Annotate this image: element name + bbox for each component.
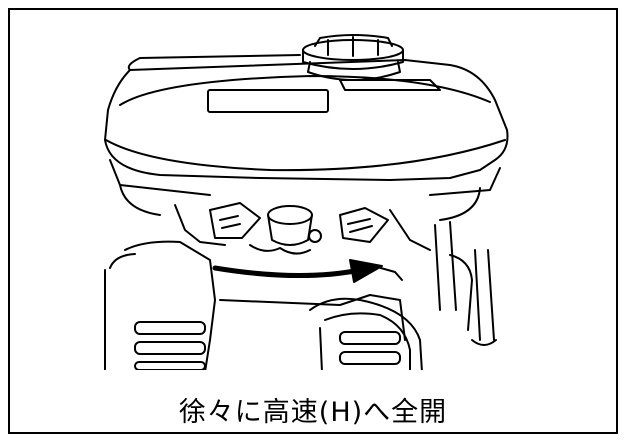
- curved-arrow-icon: [212, 259, 403, 283]
- engine-block-icon: [104, 240, 423, 370]
- illustration-frame: 徐々に高速(H)へ全開: [8, 8, 618, 434]
- carburetor-icon: [174, 202, 473, 331]
- instruction-caption: 徐々に高速(H)へ全開: [178, 397, 448, 428]
- fuel-cap-icon: [302, 34, 404, 81]
- engine-throttle-lever-icon: [104, 34, 509, 370]
- grille-left-icon: [134, 321, 206, 370]
- fuel-tank-icon: [104, 54, 509, 221]
- fuel-line-icon: [471, 249, 497, 346]
- grille-right-icon: [339, 331, 401, 365]
